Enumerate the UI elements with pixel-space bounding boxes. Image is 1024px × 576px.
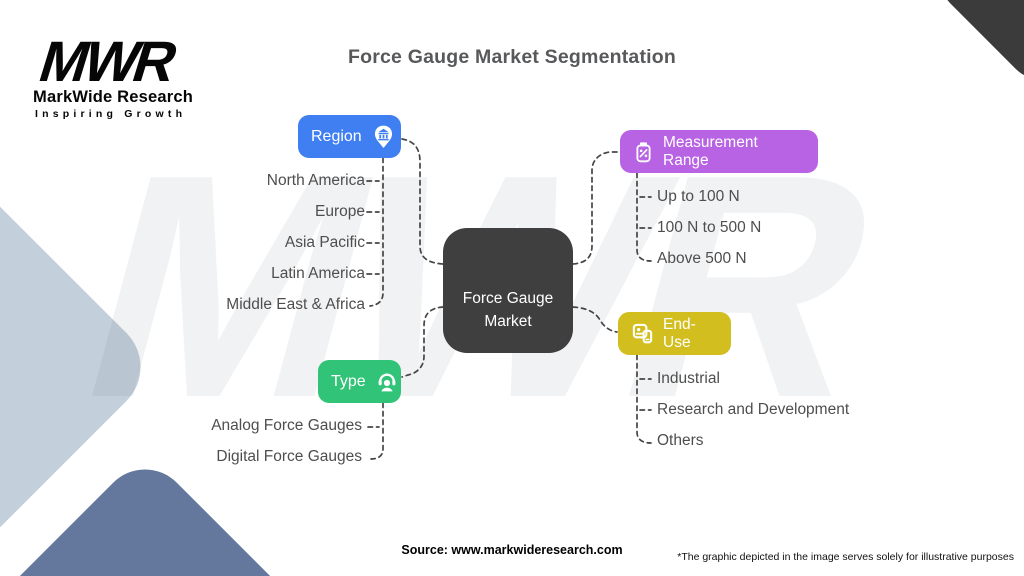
brand-logo-name: MarkWide Research: [33, 88, 194, 106]
measurement-range-item: Up to 100 N: [657, 188, 740, 205]
segment-node-end-use-label: End-Use: [663, 315, 696, 351]
region-map-pin-icon: [371, 124, 396, 149]
disclaimer-text: *The graphic depicted in the image serve…: [677, 551, 1014, 563]
measurement-range-item: Above 500 N: [657, 250, 747, 267]
segment-node-measurement-range-label: Measurement Range: [663, 133, 758, 169]
region-item: Middle East & Africa: [226, 296, 365, 313]
end-use-devices-icon: [631, 322, 654, 345]
segment-node-end-use: End-Use: [618, 312, 731, 355]
region-item: Asia Pacific: [284, 234, 365, 251]
segment-node-type: Type: [318, 360, 401, 403]
region-item: North America: [266, 172, 365, 189]
region-item: Europe: [315, 203, 365, 220]
measurement-range-item: 100 N to 500 N: [657, 219, 762, 236]
end-use-item: Research and Development: [657, 401, 850, 418]
brand-logo-tagline: Inspiring Growth: [35, 108, 187, 120]
source-text: Source: www.markwideresearch.com: [401, 543, 623, 557]
brand-logo: MWR MarkWide Research Inspiring Growth: [32, 30, 194, 120]
measurement-gauge-icon: [633, 141, 654, 163]
segment-node-type-label: Type: [331, 372, 366, 390]
segment-node-region-label: Region: [311, 127, 362, 145]
segment-node-measurement-range: Measurement Range: [620, 130, 818, 173]
central-market-node: Force Gauge Market: [443, 228, 573, 353]
central-market-label-line1: Force Gauge: [462, 290, 554, 307]
type-item: Analog Force Gauges: [211, 417, 362, 434]
page-title: Force Gauge Market Segmentation: [347, 46, 677, 68]
end-use-item: Industrial: [657, 370, 720, 387]
type-person-headset-icon: [375, 370, 399, 394]
region-item: Latin America: [271, 265, 365, 282]
segment-node-region: Region: [298, 115, 401, 158]
end-use-item: Others: [657, 432, 704, 449]
type-item: Digital Force Gauges: [216, 448, 362, 465]
central-market-label-line2: Market: [484, 313, 532, 330]
